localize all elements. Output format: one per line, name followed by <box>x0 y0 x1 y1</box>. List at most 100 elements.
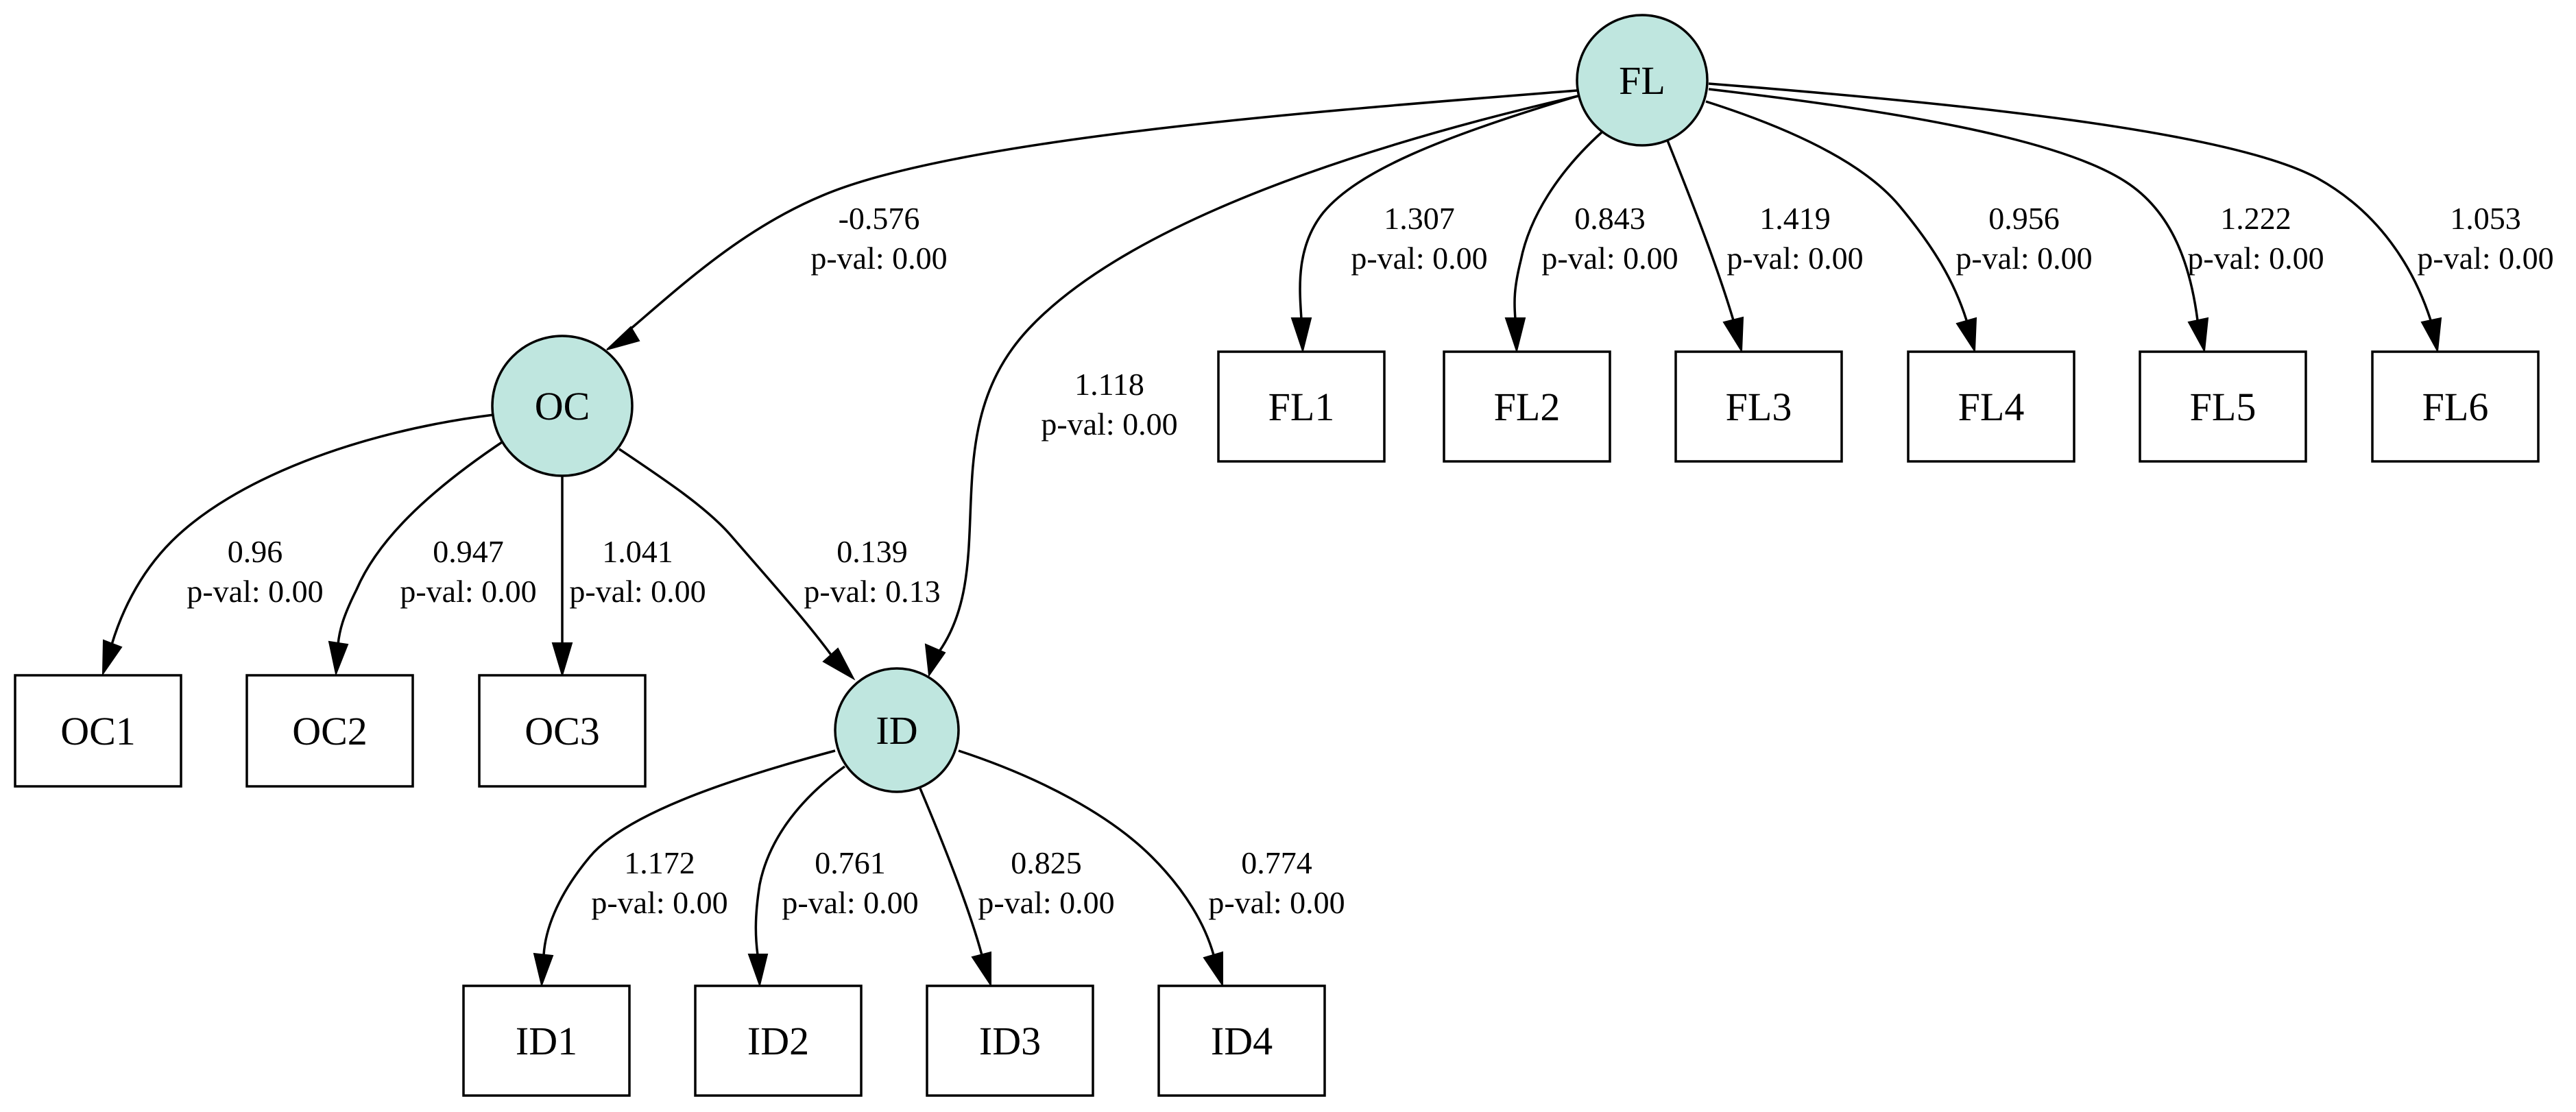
edge-id-id1: 1.172 p-val: 0.00 <box>533 749 836 988</box>
node-label: ID <box>876 708 917 753</box>
edge-fl-fl1: 1.307 p-val: 0.00 <box>1290 93 1583 354</box>
node-label: ID4 <box>1211 1019 1273 1063</box>
node-label: FL3 <box>1726 385 1792 429</box>
edge-oc-oc2: 0.947 p-val: 0.00 <box>328 439 537 677</box>
arrowhead <box>1722 316 1744 354</box>
observed-box <box>462 984 631 1097</box>
observed-box <box>926 984 1094 1097</box>
observed-box <box>2139 350 2307 463</box>
observed-box <box>245 674 414 788</box>
edge-estimate: 1.222 <box>2220 201 2291 236</box>
node-id: ID <box>834 667 960 793</box>
edge-estimate: 0.761 <box>815 845 886 880</box>
edge-oc-oc1: 0.96 p-val: 0.00 <box>101 413 494 677</box>
edge-pval: p-val: 0.00 <box>400 574 536 609</box>
edge-estimate: 0.825 <box>1011 845 1082 880</box>
edge-line <box>110 413 494 645</box>
edge-line <box>623 89 1578 336</box>
edge-fl-fl2: 0.843 p-val: 0.00 <box>1504 125 1678 354</box>
edge-estimate: 0.843 <box>1574 201 1646 236</box>
edge-estimate: 1.172 <box>624 845 695 880</box>
arrowhead <box>328 640 349 677</box>
node-id4: ID4 <box>1157 984 1326 1097</box>
node-label: FL5 <box>2190 385 2256 429</box>
node-oc2: OC2 <box>245 674 414 788</box>
edge-estimate: 1.307 <box>1384 201 1455 236</box>
observed-box <box>478 674 647 788</box>
edge-fl-fl6: 1.053 p-val: 0.00 <box>1708 82 2554 354</box>
edge-line <box>938 95 1579 652</box>
arrowhead <box>551 642 573 678</box>
edge-pval: p-val: 0.00 <box>1041 407 1177 442</box>
arrowhead <box>533 952 554 988</box>
node-id1: ID1 <box>462 984 631 1097</box>
edge-pval: p-val: 0.00 <box>1208 885 1345 920</box>
edge-estimate: 0.139 <box>836 534 908 569</box>
arrowhead <box>101 639 123 677</box>
latent-circle <box>1576 14 1709 147</box>
nodes: FL OC ID OC1 OC2 OC3 ID1 ID <box>14 14 2540 1097</box>
node-label: FL2 <box>1494 385 1561 429</box>
latent-circle <box>834 667 960 793</box>
edge-line <box>754 765 846 956</box>
edge-fl-fl3: 1.419 p-val: 0.00 <box>1666 140 1864 354</box>
edge-fl-oc: -0.576 p-val: 0.00 <box>606 89 1578 350</box>
node-label: ID3 <box>979 1019 1041 1063</box>
node-oc3: OC3 <box>478 674 647 788</box>
node-label: FL <box>1619 58 1665 103</box>
node-label: OC2 <box>292 709 368 753</box>
edge-estimate: 0.956 <box>1988 201 2060 236</box>
observed-box <box>1674 350 1843 463</box>
observed-box <box>1907 350 2075 463</box>
node-label: OC3 <box>525 709 600 753</box>
edge-line <box>618 448 832 656</box>
arrowhead <box>1203 951 1223 988</box>
edge-line <box>1708 82 2432 321</box>
node-fl4: FL4 <box>1907 350 2075 463</box>
arrowhead <box>1955 317 1977 354</box>
node-id3: ID3 <box>926 984 1094 1097</box>
edges: -0.576 p-val: 0.00 1.118 p-val: 0.00 1.3… <box>101 82 2554 988</box>
edge-estimate: 0.96 <box>228 534 283 569</box>
node-oc: OC <box>491 335 634 477</box>
arrowhead <box>822 647 856 681</box>
node-label: OC1 <box>60 709 136 753</box>
edge-line <box>958 749 1215 956</box>
edge-estimate: 1.118 <box>1074 367 1144 402</box>
node-fl3: FL3 <box>1674 350 1843 463</box>
edge-line <box>542 749 836 956</box>
node-label: ID1 <box>516 1019 577 1063</box>
node-id2: ID2 <box>694 984 863 1097</box>
observed-box <box>1443 350 1611 463</box>
edge-estimate: 1.053 <box>2450 201 2521 236</box>
node-label: FL4 <box>1958 385 2025 429</box>
node-label: ID2 <box>747 1019 809 1063</box>
edge-pval: p-val: 0.00 <box>1541 241 1678 276</box>
edge-pval: p-val: 0.00 <box>186 574 323 609</box>
arrowhead <box>1290 317 1312 354</box>
edge-line <box>1299 93 1583 319</box>
edge-pval: p-val: 0.00 <box>1955 241 2092 276</box>
edge-estimate: -0.576 <box>839 201 920 236</box>
edge-oc-id: 0.139 p-val: 0.13 <box>618 448 941 681</box>
edge-fl-id: 1.118 p-val: 0.00 <box>924 95 1579 677</box>
edge-estimate: 1.419 <box>1759 201 1831 236</box>
edge-pval: p-val: 0.00 <box>569 574 706 609</box>
edge-line <box>1708 88 2199 321</box>
edge-estimate: 0.774 <box>1241 845 1312 880</box>
arrowhead <box>747 954 769 988</box>
node-fl6: FL6 <box>2371 350 2540 463</box>
edge-pval: p-val: 0.00 <box>591 885 727 920</box>
edge-id-id4: 0.774 p-val: 0.00 <box>958 749 1345 988</box>
latent-circle <box>491 335 634 477</box>
edge-estimate: 0.947 <box>433 534 504 569</box>
edge-pval: p-val: 0.00 <box>2187 241 2324 276</box>
edge-pval: p-val: 0.00 <box>782 885 918 920</box>
edge-line <box>919 788 983 956</box>
node-fl5: FL5 <box>2139 350 2307 463</box>
edge-pval: p-val: 0.00 <box>810 241 947 276</box>
observed-box <box>14 674 182 788</box>
edge-line <box>1513 125 1609 319</box>
edge-line <box>1666 140 1735 321</box>
